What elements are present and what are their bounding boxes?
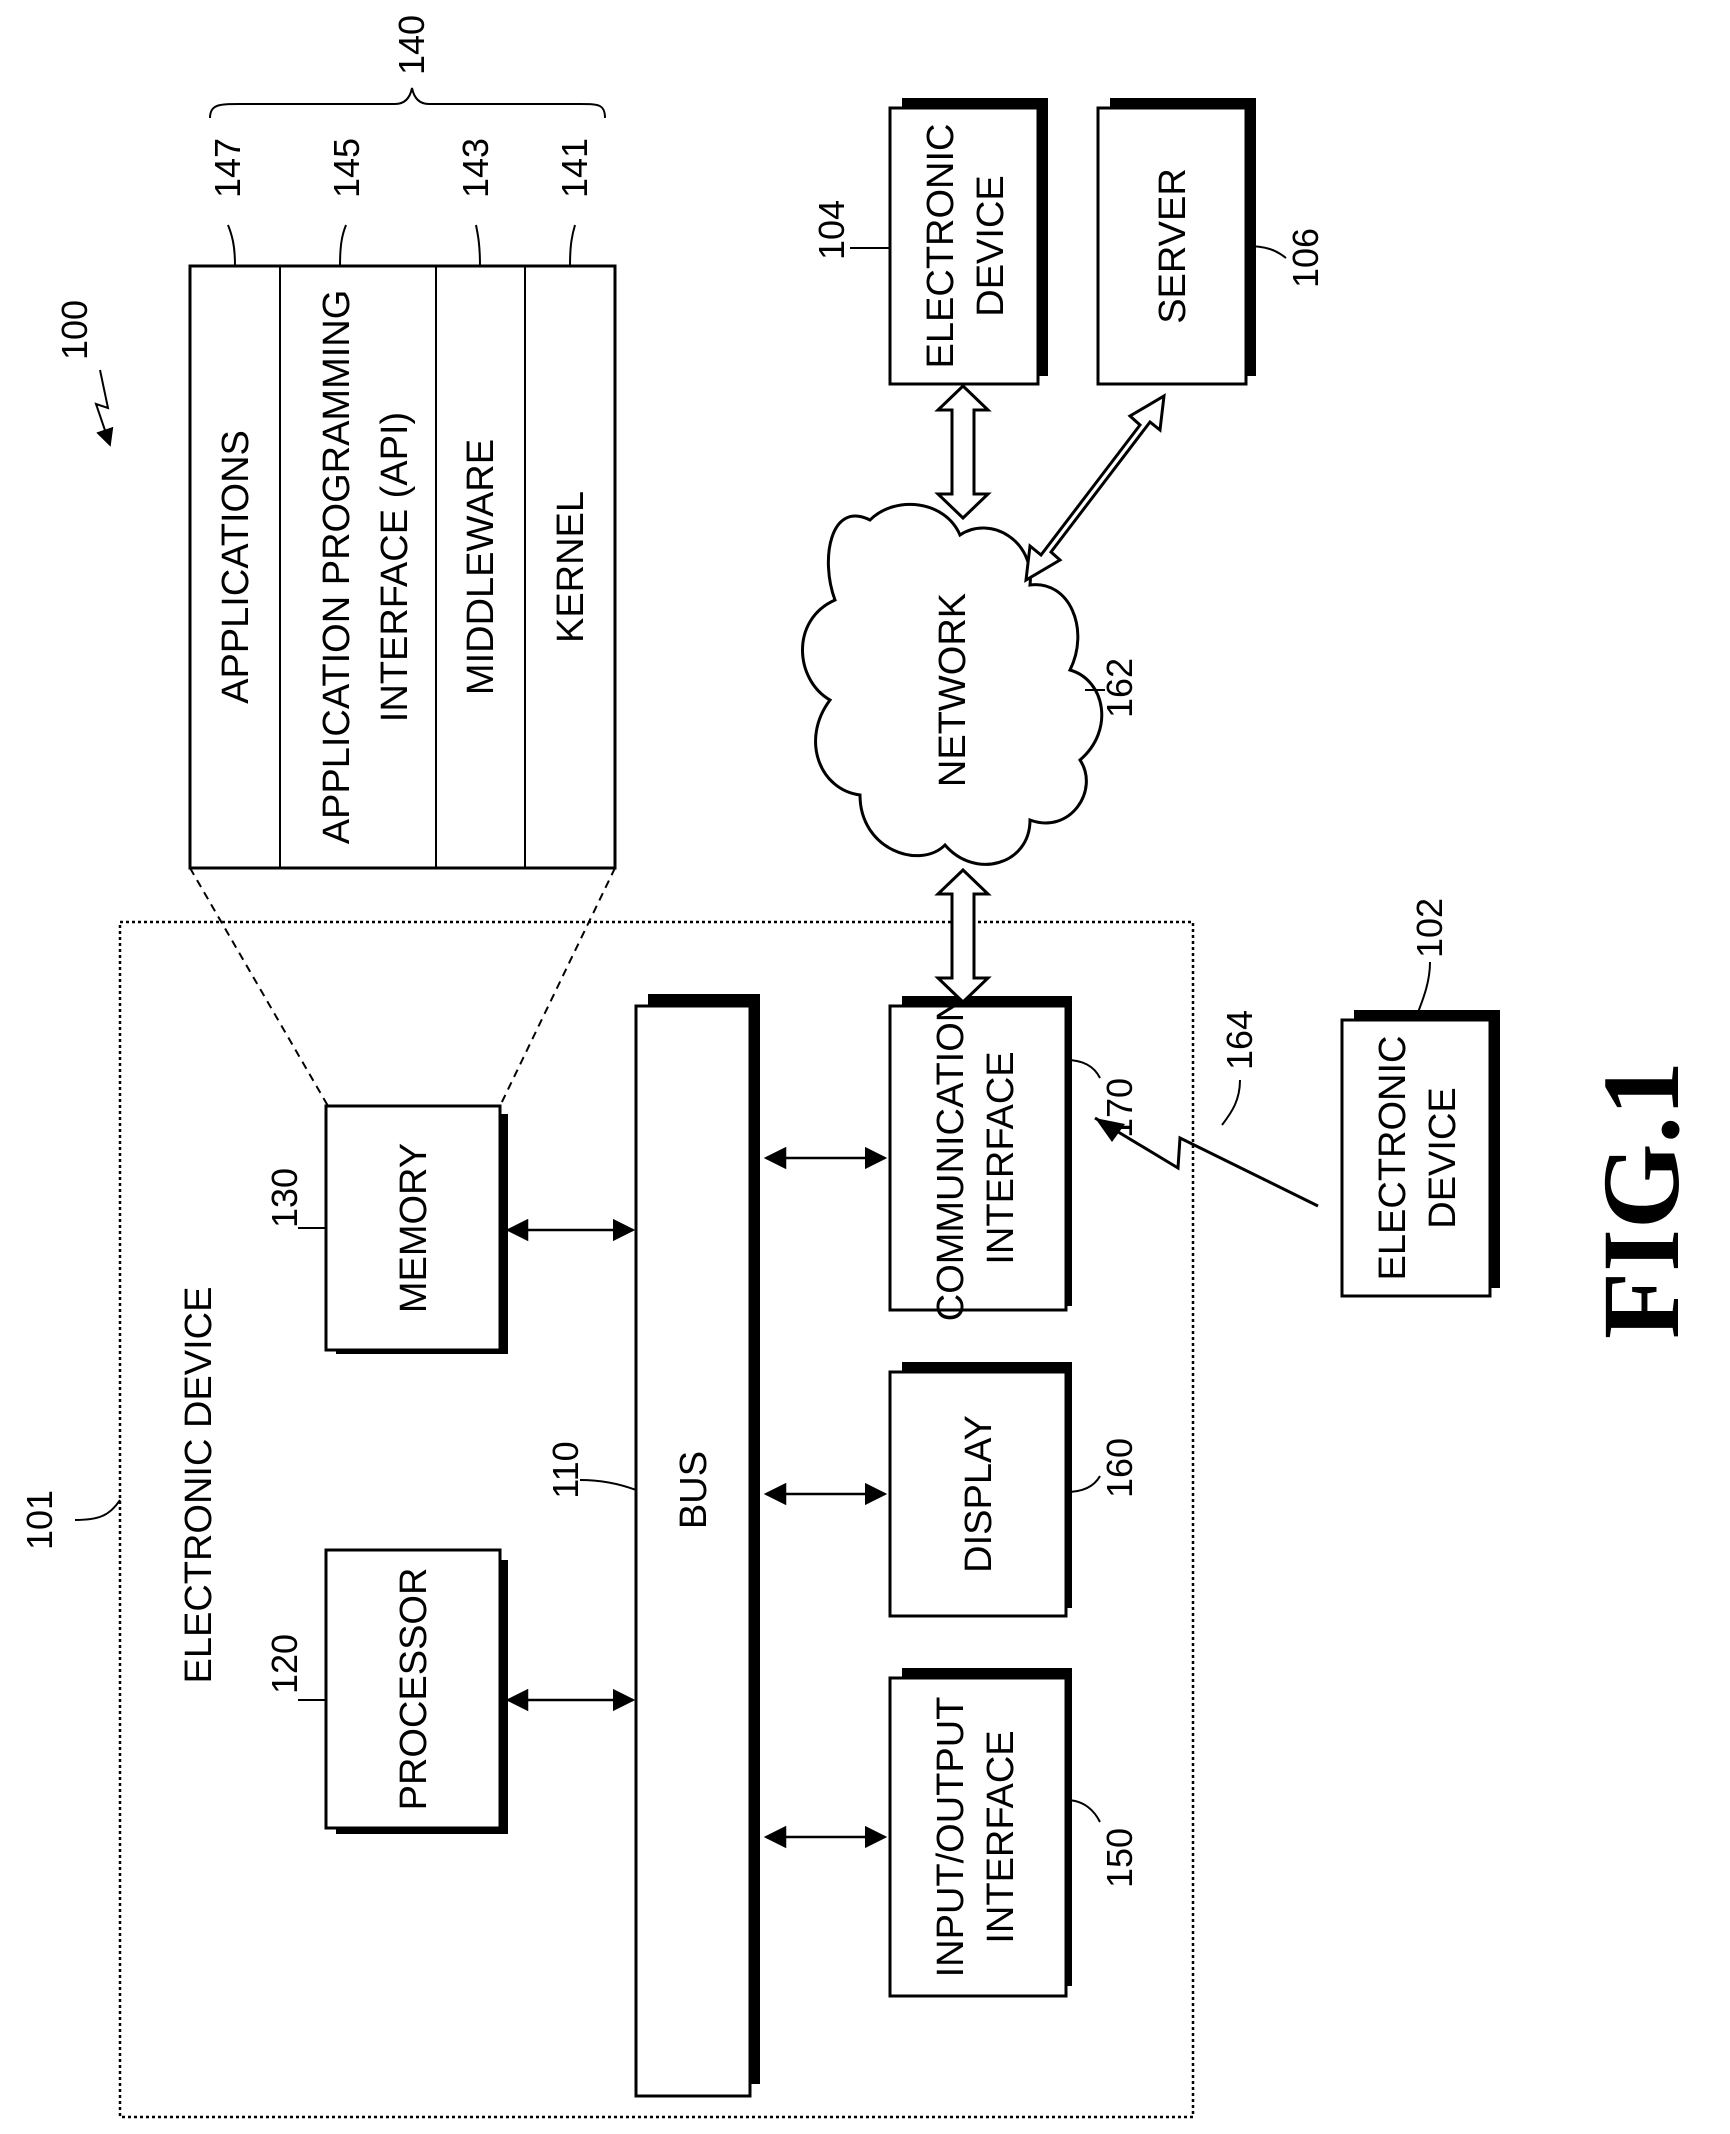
ed102-label-line1: ELECTRONIC — [1372, 1036, 1414, 1281]
display-label: DISPLAY — [958, 1415, 1000, 1573]
electronic-device-101-label: ELECTRONIC DEVICE — [178, 1287, 220, 1684]
api-label-line1: APPLICATION PROGRAMMING — [316, 290, 358, 845]
ed104-label-line1: ELECTRONIC — [920, 124, 962, 369]
electronic-device-104-box — [890, 108, 1038, 384]
bus-label: BUS — [673, 1451, 715, 1529]
figure-label: FIG.1 — [1580, 1061, 1702, 1339]
bus-box — [636, 1006, 750, 2096]
ref-143: 143 — [455, 138, 496, 198]
applications-label: APPLICATIONS — [215, 430, 257, 704]
ref-140: 140 — [391, 15, 432, 75]
ed102-label-line2: DEVICE — [1422, 1087, 1464, 1228]
ref-162: 162 — [1099, 658, 1140, 718]
comm-label-line2: INTERFACE — [980, 1051, 1022, 1264]
system-ref-arrow — [96, 370, 110, 445]
communication-interface-box — [890, 1006, 1066, 1310]
api-label-line2: INTERFACE (API) — [374, 412, 416, 722]
memory-projection-line-left — [190, 868, 328, 1106]
ref-104: 104 — [811, 200, 852, 260]
ref-130: 130 — [264, 1168, 305, 1228]
memory-label: MEMORY — [393, 1143, 435, 1313]
ref-120: 120 — [264, 1634, 305, 1694]
programs-brace — [210, 88, 605, 118]
ref-147: 147 — [207, 138, 248, 198]
ref-145: 145 — [326, 138, 367, 198]
io-label-line2: INTERFACE — [980, 1730, 1022, 1943]
network-device104-hollow-arrow — [938, 386, 988, 518]
io-interface-box — [890, 1678, 1066, 1996]
ref-102: 102 — [1409, 898, 1450, 958]
io-label-line1: INPUT/OUTPUT — [930, 1697, 972, 1978]
network-server-hollow-arrow — [1026, 396, 1164, 580]
ed104-label-line2: DEVICE — [970, 175, 1012, 316]
network-comm-hollow-arrow — [938, 870, 988, 1002]
server-label: SERVER — [1152, 168, 1194, 324]
middleware-label: MIDDLEWARE — [460, 439, 502, 695]
comm-label-line1: COMMUNICATION — [930, 995, 972, 1322]
ref-110: 110 — [545, 1441, 586, 1498]
ref-164: 164 — [1219, 1010, 1260, 1070]
ref-150: 150 — [1099, 1828, 1140, 1888]
kernel-label: KERNEL — [550, 491, 592, 643]
network-label: NETWORK — [932, 593, 974, 787]
program-stack: APPLICATIONS APPLICATION PROGRAMMING INT… — [190, 266, 615, 868]
processor-label: PROCESSOR — [393, 1568, 435, 1811]
memory-projection-line-right — [500, 868, 615, 1106]
ref-106: 106 — [1285, 228, 1326, 288]
ref-100: 100 — [54, 300, 95, 360]
ref-141: 141 — [554, 138, 595, 198]
electronic-device-102-box — [1342, 1020, 1490, 1296]
ref-101: 101 — [19, 1490, 60, 1550]
ref-160: 160 — [1099, 1438, 1140, 1498]
